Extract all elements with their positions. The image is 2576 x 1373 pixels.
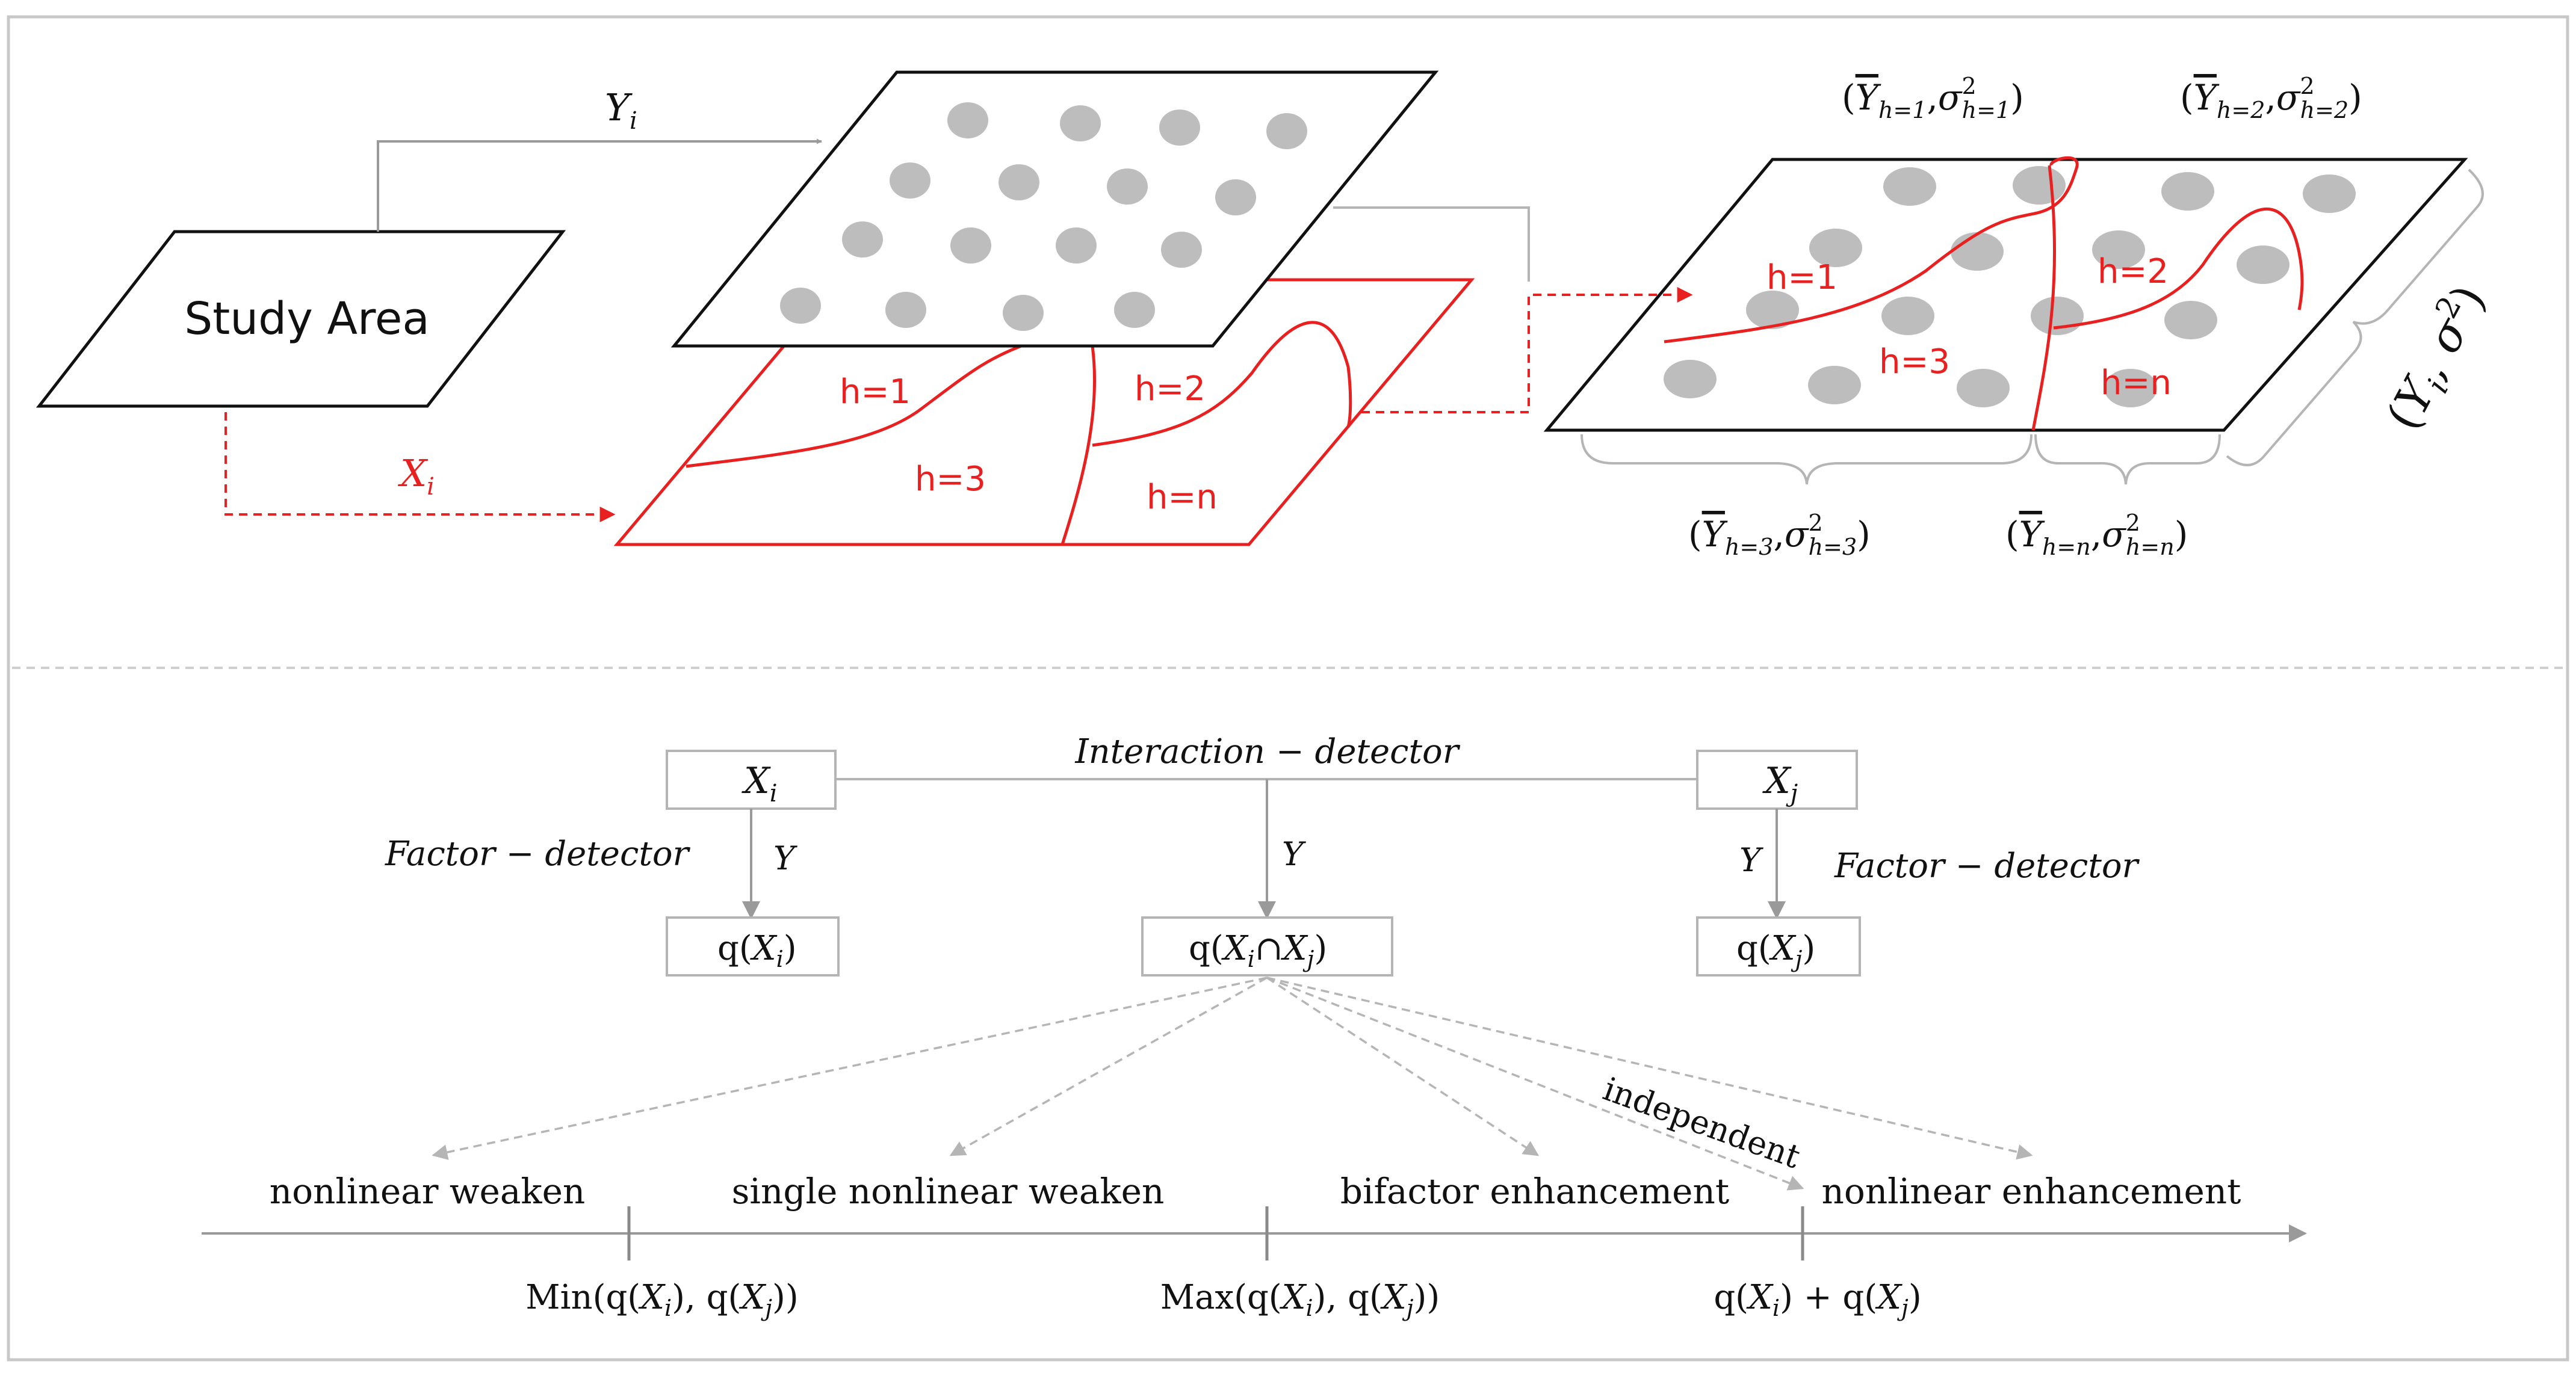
category-nonlinear-enhancement: nonlinear enhancement <box>1822 1171 2241 1212</box>
strata-label-h1: h=1 <box>840 372 911 412</box>
xi-label: Xi <box>398 451 435 501</box>
outer-border <box>7 15 2569 1362</box>
sample-point <box>1056 227 1097 264</box>
overlay-layer <box>1543 158 2468 432</box>
overlay-boundary-1 <box>1664 156 2079 344</box>
overlay-label-h2: h=2 <box>2098 252 2169 291</box>
overlay-label-h1: h=1 <box>1766 258 1838 297</box>
strata-boundary-3 <box>1092 321 1352 447</box>
sample-points <box>780 102 1307 331</box>
fan-arrow-nonlinear-weaken <box>432 977 1268 1160</box>
tick-label-min: Min(q(Xi), q(Xj)) <box>525 1278 798 1321</box>
brace-hn <box>2034 434 2221 485</box>
sample-point <box>1215 179 1256 215</box>
box-xj <box>1696 750 1858 810</box>
tick-label-max: Max(q(Xi), q(Xj)) <box>1160 1278 1440 1321</box>
sample-point <box>2031 297 2084 335</box>
sample-point <box>1161 232 1202 268</box>
fan-arrow-independent <box>1266 977 1804 1191</box>
study-area-parallelogram <box>36 230 566 408</box>
sample-point <box>947 102 988 138</box>
tick-label-sum: q(Xi) + q(Xj) <box>1714 1278 1921 1321</box>
sample-point <box>1809 229 1862 267</box>
sample-point <box>1951 232 2004 271</box>
factor-detector-left-label: Factor − detector <box>385 835 691 874</box>
fan-arrow-bifactor-enhancement <box>1266 977 1540 1156</box>
yi-connector <box>377 138 822 232</box>
category-nonlinear-weaken: nonlinear weaken <box>270 1171 586 1212</box>
sample-point <box>1159 110 1200 146</box>
sample-point <box>950 227 991 264</box>
box-xi-label: Xi <box>742 760 778 807</box>
points-to-overlay-connector <box>1333 206 1530 282</box>
sample-point <box>842 221 883 258</box>
category-single-nonlinear-weaken: single nonlinear weaken <box>732 1171 1165 1212</box>
strata-label-h3: h=3 <box>915 460 986 499</box>
overlay-boundary-2 <box>2031 165 2057 431</box>
strata-boundary-2 <box>1060 345 1097 545</box>
sample-point <box>999 164 1039 200</box>
sample-point <box>2237 245 2290 284</box>
fan-arrow-nonlinear-enhancement <box>1266 977 2033 1160</box>
strata-to-overlay-connector <box>1361 287 1693 413</box>
sample-point <box>1266 113 1307 149</box>
box-q-xj <box>1696 916 1861 977</box>
sample-point <box>2164 301 2217 339</box>
box-q-inter <box>1141 916 1393 977</box>
sample-point <box>1114 292 1155 328</box>
sample-point <box>1107 168 1148 205</box>
y-label-center: Y <box>1282 835 1306 873</box>
sample-point <box>1664 360 1717 398</box>
sample-point <box>1060 105 1101 141</box>
strata-label-hn: h=n <box>1147 478 1218 517</box>
sample-point <box>2161 172 2214 211</box>
box-xi <box>666 750 837 810</box>
sample-point <box>2092 230 2145 269</box>
xi-connector <box>224 412 616 522</box>
box-q-inter-label: q(Xi∩Xj) <box>1189 929 1327 972</box>
sample-points-layer <box>670 70 1439 348</box>
fan-arrows <box>432 977 2033 1191</box>
sample-point <box>1746 291 1799 329</box>
box-q-xj-label: q(Xj) <box>1736 929 1815 972</box>
overlay-boundary-3 <box>2053 208 2304 330</box>
sample-point <box>1883 167 1936 206</box>
sample-point <box>2013 166 2066 205</box>
strata-label-h2: h=2 <box>1135 369 1206 409</box>
brace-h3 <box>1581 434 2033 485</box>
overlay-label-h3: h=3 <box>1879 342 1950 381</box>
category-bifactor-enhancement: bifactor enhancement <box>1340 1171 1729 1212</box>
stat-global: (Yi, σ2) <box>2373 275 2501 441</box>
y-label-left: Y <box>773 839 797 877</box>
interaction-detector-label: Interaction − detector <box>1074 732 1460 771</box>
study-area-label: Study Area <box>184 293 429 345</box>
sample-point <box>1003 295 1044 331</box>
sample-point <box>1957 369 2010 407</box>
sample-point <box>890 162 930 199</box>
box-q-xi-label: q(Xi) <box>717 929 797 972</box>
independent-label: independent <box>1599 1070 1806 1176</box>
box-xj-label: Xj <box>1762 760 1798 807</box>
sample-point <box>2104 369 2157 407</box>
box-q-xi <box>666 916 840 977</box>
strata-boundary-1 <box>686 341 1030 468</box>
y-label-right: Y <box>1739 841 1763 879</box>
brace-global <box>2226 168 2484 466</box>
overlay-label-hn: h=n <box>2101 363 2172 403</box>
sample-point <box>780 288 821 324</box>
fan-arrow-single-nonlinear-weaken <box>949 977 1268 1156</box>
sample-point <box>2303 174 2356 213</box>
sample-point <box>885 292 926 328</box>
factor-detector-right-label: Factor − detector <box>1834 847 2140 886</box>
sample-point <box>1808 366 1861 404</box>
yi-label: Yi <box>605 85 637 135</box>
sample-point <box>1881 297 1934 335</box>
